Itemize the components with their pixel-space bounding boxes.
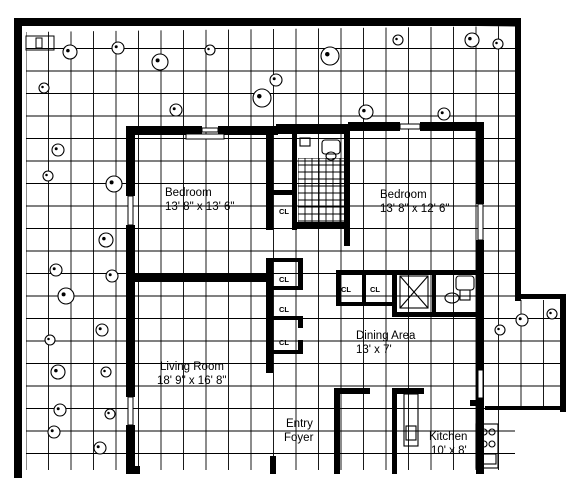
room-name-kitchen: Kitchen — [429, 431, 467, 443]
room-size-bedroom-right: 13' 8" x 12' 6" — [380, 203, 449, 215]
closet-label: CL — [341, 285, 351, 294]
bathroom-fixtures — [299, 137, 484, 309]
terrace-border — [14, 18, 566, 478]
room-name-bedroom-left: Bedroom — [165, 187, 212, 199]
windows — [127, 123, 484, 426]
room-name-dining-area: Dining Area — [356, 330, 416, 342]
closet-label: CL — [279, 305, 289, 314]
bathroom-tiles — [298, 158, 344, 222]
closet-label: CL — [279, 338, 289, 347]
room-name-entry-foyer: Entry — [286, 418, 313, 430]
closet-label: CL — [370, 285, 380, 294]
room-labels: Bedroom 13' 8" x 13' 6" Bedroom 13' 8" x… — [157, 187, 467, 457]
room-name-living-room: Living Room — [160, 361, 224, 373]
terrace-plants — [38, 32, 558, 455]
closet-label: CL — [279, 275, 289, 284]
closet-labels: CL CL CL CL CL CL — [279, 207, 380, 347]
closet-label: CL — [279, 207, 289, 216]
apartment-walls — [126, 122, 484, 474]
terrace-tiles — [26, 26, 565, 470]
room-size-living-room: 18' 9" x 16' 8" — [157, 375, 226, 387]
kitchen-fixtures — [403, 393, 499, 469]
room-size-entry-foyer: Foyer — [284, 432, 314, 444]
room-name-bedroom-right: Bedroom — [380, 189, 427, 201]
room-size-bedroom-left: 13' 8" x 13' 6" — [165, 201, 234, 213]
room-size-kitchen: 10' x 8' — [431, 445, 467, 457]
room-size-dining-area: 13' x 7' — [356, 344, 392, 356]
